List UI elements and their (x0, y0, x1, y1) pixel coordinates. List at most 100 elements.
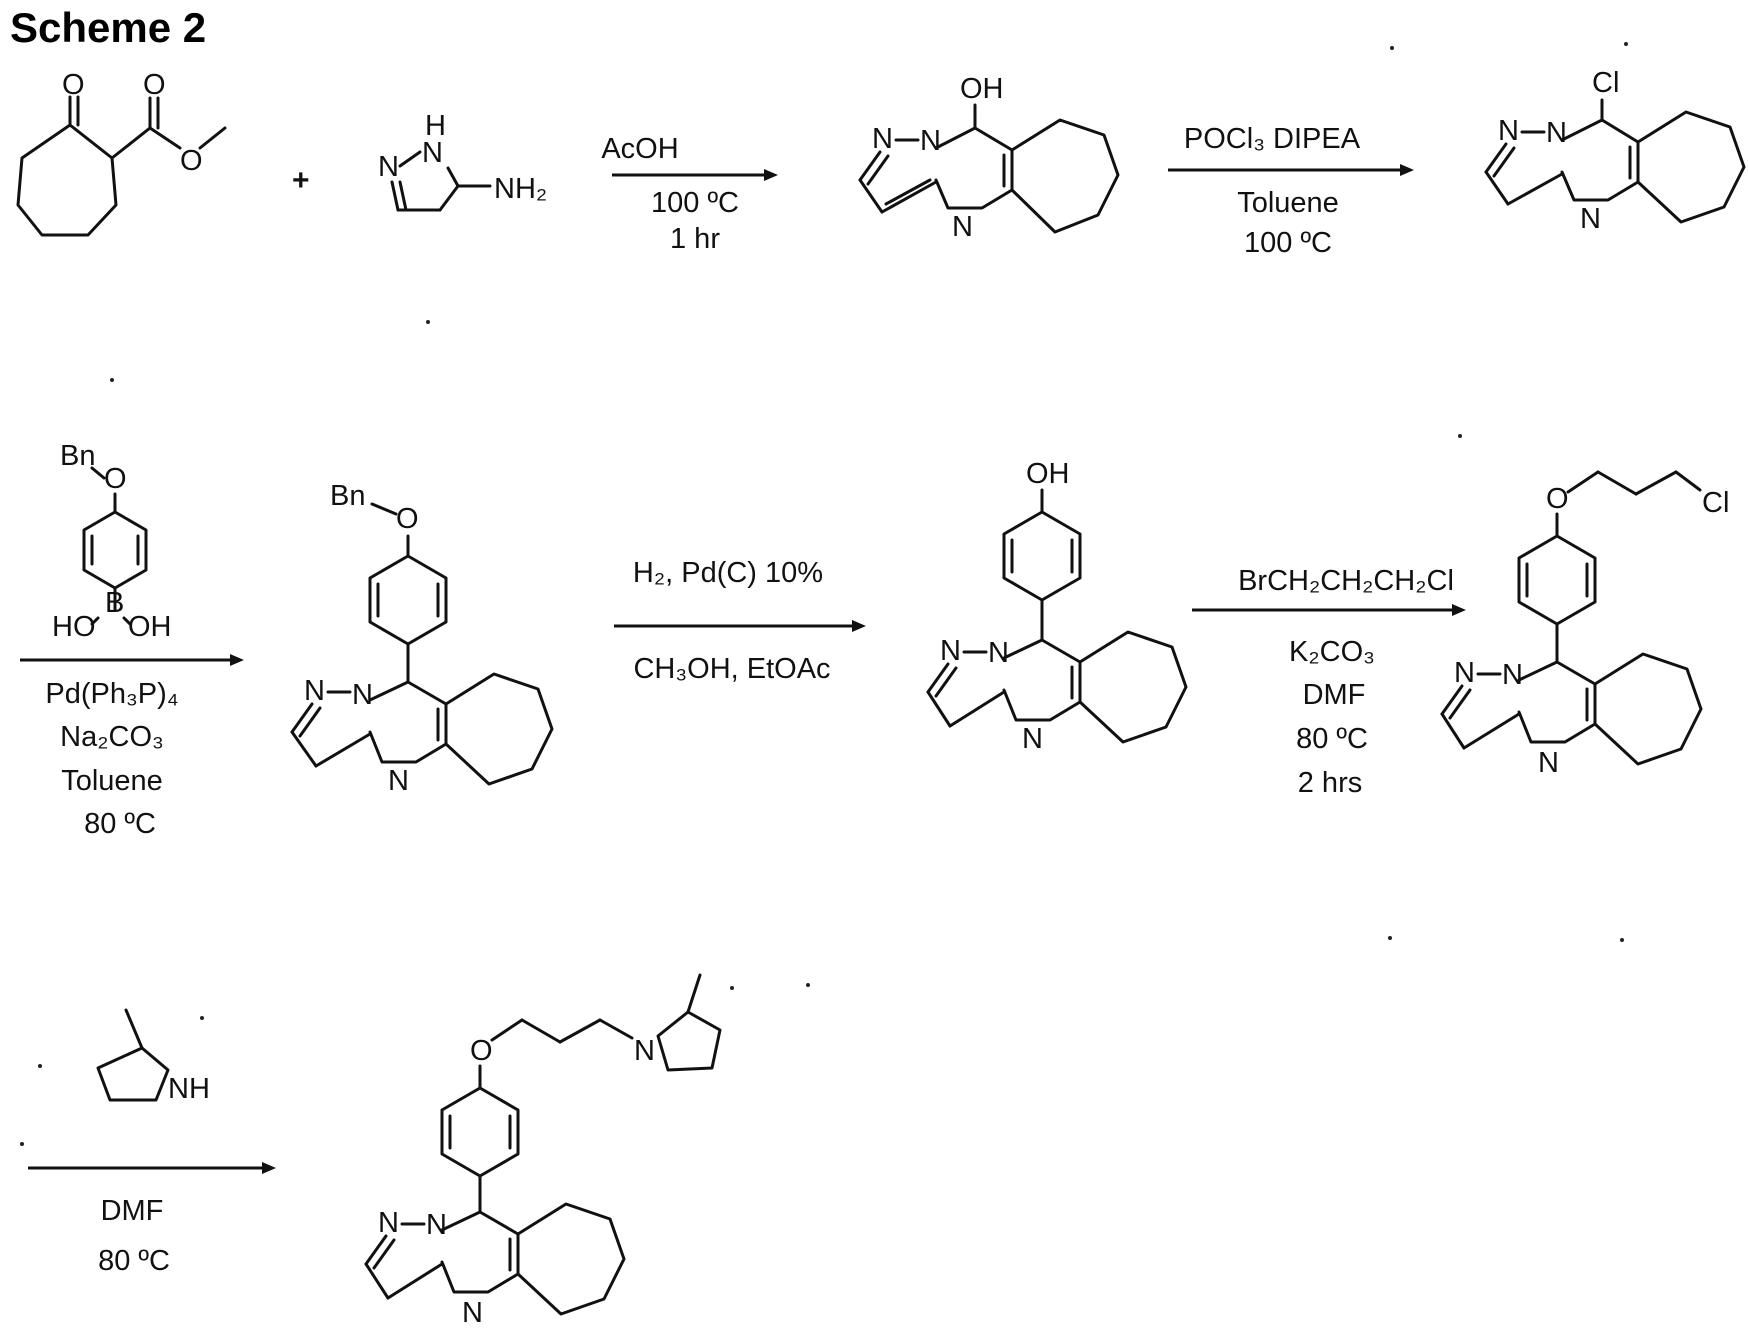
speck (730, 986, 734, 990)
keto-ester-reactant: O O O (18, 69, 225, 235)
ch2-cl-bond (1676, 472, 1700, 490)
step-1: AcOH 100 ºC 1 hr (601, 133, 778, 255)
boronic-oh: OH (128, 611, 172, 643)
step-3-condition-2: Na₂CO₃ (60, 721, 164, 753)
pyrrolidine-nh: NH (168, 1073, 210, 1105)
plus-sign: + (292, 164, 310, 197)
pyrimidine-ring (936, 128, 1012, 208)
bridge-n: N (920, 125, 941, 157)
final-product: O N N N N (366, 975, 720, 1329)
cycloheptane-ring-p4 (1080, 632, 1186, 742)
speck (1458, 434, 1462, 438)
pyr-cc2-final (388, 1264, 442, 1298)
product-5-cl: Cl (1702, 487, 1729, 519)
pyr-c-double-p2 (1494, 148, 1514, 176)
pyrazole-n-p2: N (1498, 115, 1519, 147)
n-c-bond (392, 182, 398, 210)
pyr-c-c-bond-2 (882, 182, 936, 212)
cycloheptane-ring-p1 (1012, 120, 1118, 232)
step-2-reagent-1: POCl₃ DIPEA (1184, 123, 1361, 155)
pyrimidine-ring-p2 (1562, 120, 1638, 200)
pyr-cc2-p4 (950, 692, 1004, 726)
step-3-condition-4: 80 ºC (84, 808, 156, 840)
pyr-c-bond-final (366, 1236, 386, 1264)
pyrazole-n-1: N (872, 123, 893, 155)
speck (38, 1064, 42, 1068)
pyrimidine-n-p5: N (1538, 747, 1559, 779)
speck (806, 983, 810, 987)
pyrazole-n-p3: N (304, 675, 325, 707)
c-c-bond-2 (440, 186, 458, 210)
pyrimidine-ring-p3 (370, 682, 446, 762)
o-ch2-bond (1568, 472, 1598, 492)
step-4: H₂, Pd(C) 10% CH₃OH, EtOAc (614, 557, 866, 685)
speck (110, 378, 114, 382)
phenyl-ring-final (442, 1088, 518, 1176)
step-3: Bn O B HO OH Pd(Ph₃P)₄ Na₂CO₃ Toluene 80… (20, 440, 244, 840)
step-5-condition-2: DMF (1303, 679, 1366, 711)
step-2-condition-2: 100 ºC (1244, 227, 1332, 259)
bridge-n-p4: N (988, 637, 1009, 669)
chloro-tricycle-product: Cl N N N (1486, 67, 1744, 235)
speck (20, 1142, 24, 1146)
step-4-condition-1: CH₃OH, EtOAc (633, 653, 830, 685)
speck (200, 1016, 204, 1020)
pyr-c-double-p4 (936, 668, 956, 696)
pyrimidine-n: N (952, 211, 973, 243)
pyr-c-bond-p4 (928, 664, 948, 692)
pyr-cc-final (366, 1264, 388, 1298)
n-c-double-bond (400, 182, 406, 210)
methyl-bond-final (688, 975, 700, 1012)
product-3-o: O (396, 503, 419, 535)
pyr-cc-p2 (1486, 172, 1508, 204)
pyr-cc-p5 (1442, 714, 1464, 748)
chloropropoxyphenyl-tricycle-product: O Cl N N N (1442, 472, 1729, 779)
cycloheptane-ring-p2 (1638, 112, 1744, 222)
phenyl-ring-p4 (1004, 512, 1080, 600)
pyr-cc-p4 (928, 692, 950, 726)
boronic-o: O (104, 463, 127, 495)
cycloheptane-ring-p5 (1595, 654, 1701, 764)
final-pyrrolidine-n: N (634, 1035, 655, 1067)
bn-o-bond-p3 (372, 504, 396, 514)
pyrrolidine-ring-reagent (98, 1048, 168, 1100)
amine-group: NH₂ (494, 173, 547, 205)
methyl-bond-reagent (126, 1010, 142, 1048)
n-n-bond (400, 152, 420, 166)
pyr-c-bond-p2 (1486, 144, 1506, 172)
pyr-c-double-final (374, 1240, 394, 1268)
product-1-oh: OH (960, 73, 1004, 105)
pyr-double-inner (886, 180, 930, 204)
pyr-c-double (868, 156, 888, 184)
pyrazole-n: N (378, 151, 399, 183)
step-5-reagent-1: BrCH₂CH₂CH₂Cl (1238, 565, 1454, 597)
boronic-bn: Bn (60, 440, 95, 472)
step-6-condition-1: DMF (101, 1195, 164, 1227)
product-4-oh: OH (1026, 458, 1070, 490)
bridge-n-p2: N (1546, 117, 1567, 149)
arrow-3-head (230, 654, 244, 666)
arrow-2-head (1400, 164, 1414, 176)
pyrimidine-ring-p4 (1004, 640, 1080, 720)
pyrrolidine-ring-final (658, 1012, 720, 1070)
pyr-c-bond (860, 152, 880, 180)
speck (1390, 46, 1394, 50)
phenyl-ring-p3 (370, 556, 446, 644)
boronic-ho: HO (52, 611, 96, 643)
bridge-n-final: N (426, 1209, 447, 1241)
pyrazole-n-p5: N (1454, 657, 1475, 689)
pyr-c-c-bond (860, 180, 882, 212)
pyrimidine-n-p3: N (388, 765, 409, 797)
pyr-cc-p3 (292, 732, 316, 766)
step-2: POCl₃ DIPEA Toluene 100 ºC (1168, 123, 1414, 259)
step-3-condition-1: Pd(Ph₃P)₄ (45, 678, 178, 710)
pyrazole-n-p4: N (940, 635, 961, 667)
ester-oxygen: O (180, 145, 203, 177)
step-4-reagent-1: H₂, Pd(C) 10% (633, 557, 823, 589)
cycloheptane-ring (18, 125, 116, 235)
step-5: BrCH₂CH₂CH₂Cl K₂CO₃ DMF 80 ºC 2 hrs (1192, 565, 1466, 799)
arrow-1-head (764, 169, 778, 181)
pyrimidine-n-p4: N (1022, 723, 1043, 755)
bridge-n-p3: N (352, 679, 373, 711)
